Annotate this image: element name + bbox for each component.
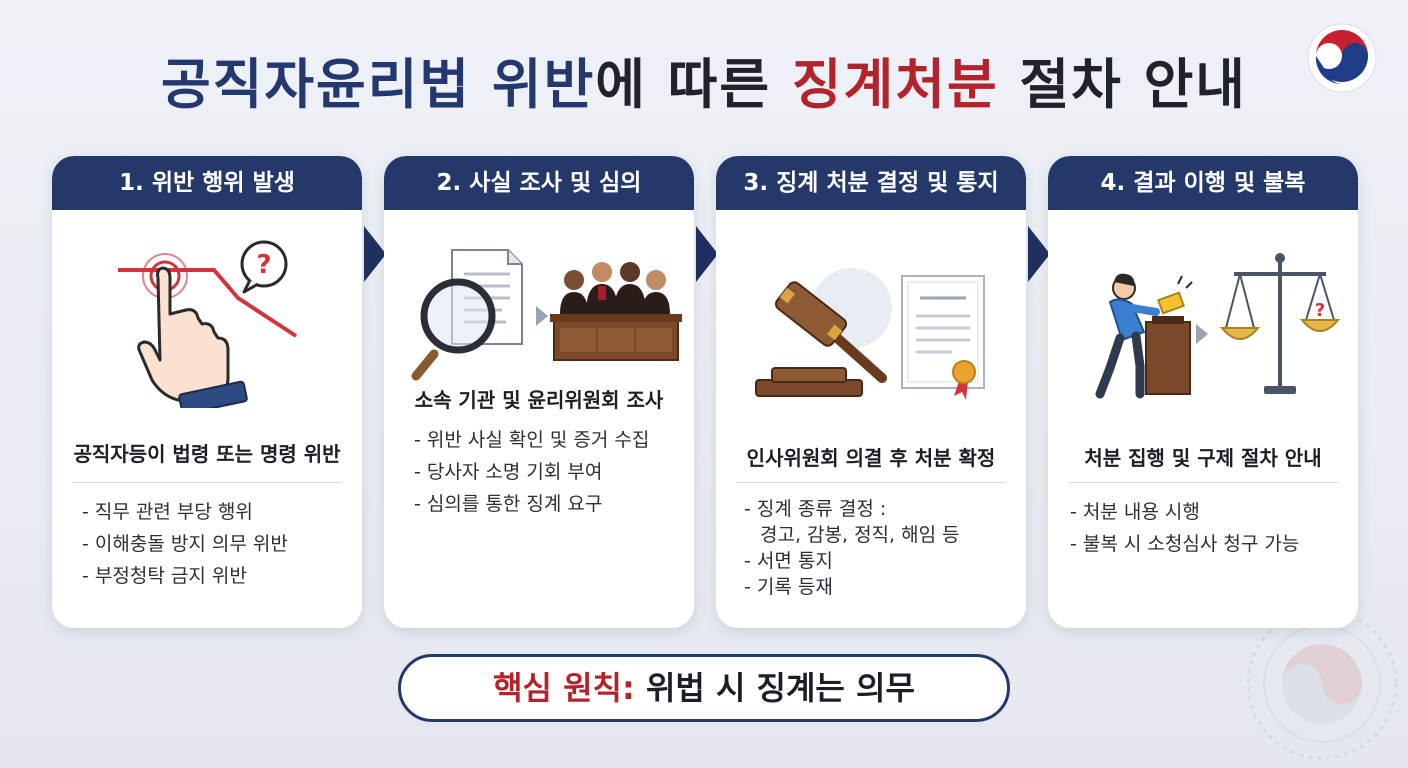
hand-pointing-declining-chart-question-icon: ? xyxy=(118,240,298,408)
svg-text:?: ? xyxy=(256,250,271,280)
key-principle-banner: 핵심 원칙: 위법 시 징계는 의무 xyxy=(398,654,1010,722)
step-arrow-3 xyxy=(1028,226,1050,282)
person-ballot-scales-icon: ? xyxy=(1095,253,1341,399)
step-2-main-text: 소속 기관 및 윤리위원회 조사 xyxy=(414,388,664,412)
list-item: - 서면 통지 xyxy=(744,550,833,572)
step-2-list: - 위반 사실 확인 및 증거 수집 - 당사자 소명 기회 부여 - 심의를 … xyxy=(414,424,649,520)
list-item: - 이해충돌 방지 의무 위반 xyxy=(82,533,288,555)
list-item: - 처분 내용 시행 xyxy=(1070,501,1200,523)
list-item: - 직무 관련 부당 행위 xyxy=(82,501,253,523)
title-part-discipline: 징계처분 xyxy=(791,53,999,116)
step-4-divider xyxy=(1068,482,1338,483)
step-4-main-text: 처분 집행 및 구제 절차 안내 xyxy=(1084,446,1322,470)
step-1-main-text: 공직자등이 법령 또는 명령 위반 xyxy=(73,442,341,466)
list-item: - 불복 시 소청심사 청구 가능 xyxy=(1070,533,1300,555)
step-card-2: 2. 사실 조사 및 심의 소속 기관 및 윤리위원회 조사 - 위반 사실 확… xyxy=(384,156,694,628)
step-3-main-text: 인사위원회 의결 후 처분 확정 xyxy=(746,446,996,470)
step-card-4: 4. 결과 이행 및 불복 ? 처분 집행 및 구제 절차 안내 - 처분 내용… xyxy=(1048,156,1358,628)
step-1-list: - 직무 관련 부당 행위 - 이해충돌 방지 의무 위반 - 부정청탁 금지 … xyxy=(82,496,288,592)
step-3-header: 3. 징계 처분 결정 및 통지 xyxy=(716,156,1026,210)
title-part-according: 에 따른 xyxy=(595,53,792,116)
gavel-certificate-icon xyxy=(755,268,985,400)
step-card-1: 1. 위반 행위 발생 ? 공직자등이 법령 또는 명령 위반 - 직무 관련 … xyxy=(52,156,362,628)
title-part-law: 공직자윤리법 위반 xyxy=(161,53,596,116)
list-item: - 부정청탁 금지 위반 xyxy=(82,565,247,587)
step-4-header: 4. 결과 이행 및 불복 xyxy=(1048,156,1358,210)
government-emblem-icon xyxy=(1307,23,1377,93)
step-card-3: 3. 징계 처분 결정 및 통지 인사위원회 의결 후 처분 확정 - 징계 종… xyxy=(716,156,1026,628)
page-title: 공직자윤리법 위반에 따른 징계처분 절차 안내 xyxy=(0,40,1408,119)
key-principle-label: 핵심 원칙: xyxy=(493,669,635,707)
list-item: - 심의를 통한 징계 요구 xyxy=(414,493,603,515)
magnifier-document-committee-icon xyxy=(411,249,682,381)
step-4-list: - 처분 내용 시행 - 불복 시 소청심사 청구 가능 xyxy=(1070,496,1299,560)
step-1-header: 1. 위반 행위 발생 xyxy=(52,156,362,210)
list-item: - 위반 사실 확인 및 증거 수집 xyxy=(414,429,650,451)
step-arrow-1 xyxy=(364,226,386,282)
svg-text:?: ? xyxy=(1315,300,1325,321)
step-1-divider xyxy=(72,482,342,483)
list-item: 경고, 감봉, 정직, 해임 등 xyxy=(760,524,960,546)
list-item: - 당사자 소명 기회 부여 xyxy=(414,461,603,483)
step-3-list: - 징계 종류 결정 : 경고, 감봉, 정직, 해임 등 - 서면 통지 - … xyxy=(744,496,960,600)
key-principle-text: 위법 시 징계는 의무 xyxy=(634,669,915,707)
government-emblem-watermark-icon xyxy=(1246,608,1398,760)
step-arrow-2 xyxy=(696,226,718,282)
list-item: - 징계 종류 결정 : xyxy=(744,498,887,520)
step-2-header: 2. 사실 조사 및 심의 xyxy=(384,156,694,210)
title-part-guide: 절차 안내 xyxy=(998,53,1247,116)
list-item: - 기록 등재 xyxy=(744,576,833,598)
step-3-divider xyxy=(736,482,1006,483)
